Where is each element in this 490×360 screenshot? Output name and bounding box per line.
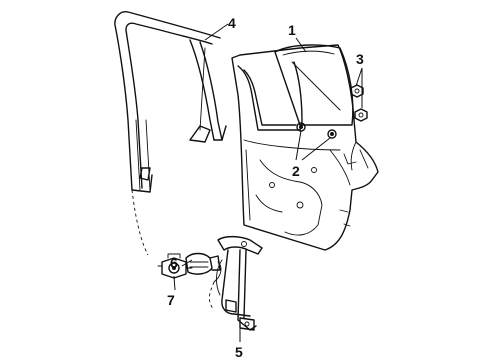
door-shell — [231, 44, 379, 251]
callout-4: 4 — [228, 15, 236, 31]
glass-run-channel — [114, 11, 227, 256]
motor-gear-assembly — [157, 253, 193, 279]
fastener-nuts — [350, 84, 368, 122]
callout-7: 7 — [167, 292, 175, 308]
callout-6: 6 — [170, 255, 178, 271]
callout-leaders — [173, 23, 363, 342]
window-regulator — [216, 235, 263, 331]
window-glass — [274, 44, 354, 126]
callout-5: 5 — [235, 344, 243, 360]
regulator-motor — [185, 252, 222, 311]
callout-2: 2 — [292, 163, 300, 179]
callout-labels: 1 2 3 4 5 6 7 — [167, 15, 364, 360]
callout-3: 3 — [356, 51, 364, 67]
callout-1: 1 — [288, 22, 296, 38]
